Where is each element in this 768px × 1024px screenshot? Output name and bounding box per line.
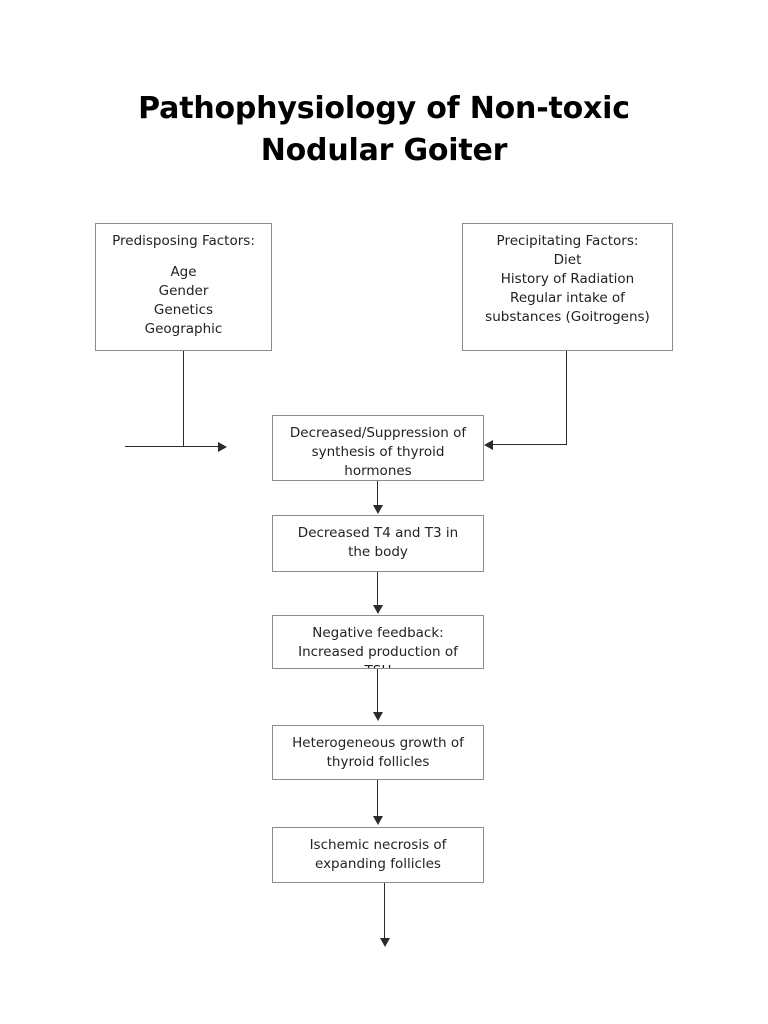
connector-predisposing-vertical bbox=[183, 351, 184, 447]
box-predisposing-factors: Predisposing Factors: Age Gender Genetic… bbox=[95, 223, 272, 351]
predisposing-item-genetics: Genetics bbox=[153, 302, 214, 318]
precipitating-item-diet: Diet bbox=[553, 252, 582, 268]
ischemic-necrosis-line-1: Ischemic necrosis of bbox=[309, 837, 447, 853]
spacer bbox=[96, 251, 271, 263]
arrowhead-down-to-growth bbox=[373, 712, 383, 721]
connector-t4t3-to-feedback bbox=[377, 572, 378, 607]
box-negative-feedback: Negative feedback: Increased production … bbox=[272, 615, 484, 669]
connector-growth-to-necrosis bbox=[377, 780, 378, 818]
decreased-synthesis-line-2: synthesis of thyroid bbox=[311, 444, 445, 460]
arrowhead-down-terminal bbox=[380, 938, 390, 947]
decreased-t4t3-line-2: the body bbox=[348, 544, 408, 560]
arrowhead-left-precipitating bbox=[484, 440, 493, 450]
page-title-line-1: Pathophysiology of Non-toxic bbox=[138, 91, 630, 126]
predisposing-item-age: Age bbox=[170, 264, 197, 280]
heterogeneous-growth-line-1: Heterogeneous growth of bbox=[292, 735, 464, 751]
decreased-synthesis-line-1: Decreased/Suppression of bbox=[289, 425, 467, 441]
ischemic-necrosis-line-2: expanding follicles bbox=[315, 856, 441, 872]
predisposing-header: Predisposing Factors: bbox=[112, 233, 255, 249]
connector-synthesis-to-t4t3 bbox=[377, 481, 378, 507]
negative-feedback-line-1: Negative feedback: bbox=[312, 625, 444, 641]
arrowhead-down-to-feedback bbox=[373, 605, 383, 614]
predisposing-item-geographic: Geographic bbox=[144, 321, 223, 337]
arrowhead-right-predisposing bbox=[218, 442, 227, 452]
negative-feedback-line-2: Increased production of bbox=[298, 644, 458, 660]
connector-precipitating-vertical bbox=[566, 351, 567, 445]
connector-predisposing-horizontal bbox=[125, 446, 222, 447]
precipitating-item-goitrogens: substances (Goitrogens) bbox=[485, 309, 650, 325]
negative-feedback-line-3: TSH bbox=[273, 662, 483, 668]
heterogeneous-growth-line-2: thyroid follicles bbox=[326, 754, 430, 770]
box-heterogeneous-growth: Heterogeneous growth of thyroid follicle… bbox=[272, 725, 484, 780]
box-decreased-synthesis: Decreased/Suppression of synthesis of th… bbox=[272, 415, 484, 481]
box-decreased-t4-t3: Decreased T4 and T3 in the body bbox=[272, 515, 484, 572]
precipitating-item-regular-intake: Regular intake of bbox=[510, 290, 625, 306]
precipitating-header: Precipitating Factors: bbox=[496, 233, 639, 249]
predisposing-item-gender: Gender bbox=[158, 283, 209, 299]
page-title: Pathophysiology of Non-toxic Nodular Goi… bbox=[84, 88, 684, 172]
precipitating-item-radiation: History of Radiation bbox=[500, 271, 635, 287]
arrowhead-down-to-t4t3 bbox=[373, 505, 383, 514]
connector-feedback-to-growth bbox=[377, 669, 378, 714]
box-ischemic-necrosis: Ischemic necrosis of expanding follicles bbox=[272, 827, 484, 883]
arrowhead-down-to-necrosis bbox=[373, 816, 383, 825]
page-title-line-2: Nodular Goiter bbox=[260, 133, 508, 168]
connector-precipitating-horizontal bbox=[493, 444, 567, 445]
connector-necrosis-terminal bbox=[384, 883, 385, 941]
decreased-t4t3-line-1: Decreased T4 and T3 in bbox=[297, 525, 459, 541]
box-precipitating-factors: Precipitating Factors: Diet History of R… bbox=[462, 223, 673, 351]
decreased-synthesis-line-3: hormones bbox=[344, 463, 412, 479]
